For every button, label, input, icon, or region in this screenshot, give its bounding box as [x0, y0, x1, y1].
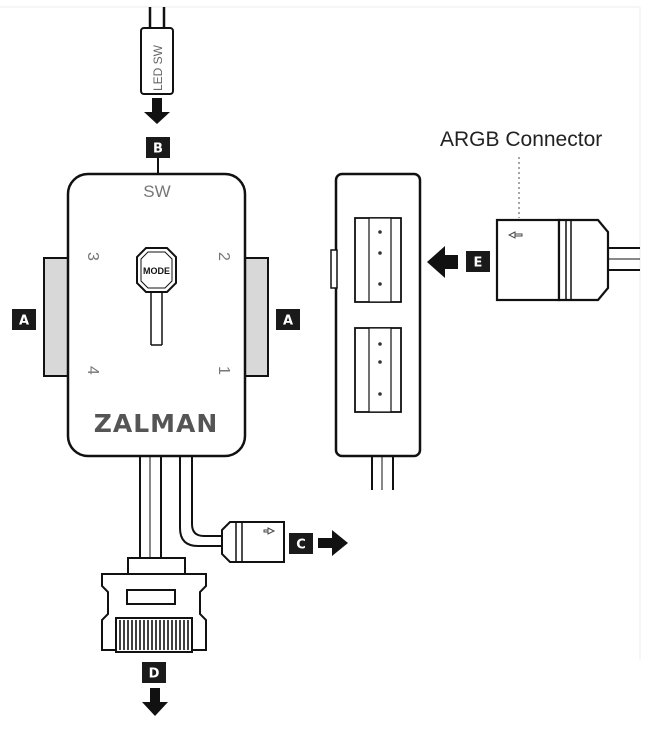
svg-text:E: E: [474, 256, 483, 271]
arrow-icon: [427, 246, 458, 278]
argb-output-cable: [179, 456, 285, 563]
small-arrow-icon: [507, 231, 523, 239]
callout-c: C: [289, 533, 313, 554]
mode-button[interactable]: MODE: [136, 247, 177, 293]
argb-connector-plug: [495, 218, 640, 302]
callout-d: D: [142, 662, 166, 683]
fan-hub-side-view: [330, 172, 422, 490]
side-pad-left: [43, 257, 71, 377]
controller-hub: SW 3 2 4 1 MODE ZALMAN: [43, 172, 269, 458]
port-3-label: 3: [84, 252, 101, 261]
svg-text:A: A: [283, 314, 293, 329]
brand-logo: ZALMAN: [94, 409, 219, 438]
callout-b: B: [146, 137, 170, 158]
arrow-icon: [318, 530, 348, 556]
led-sw-label: LED SW: [151, 44, 165, 91]
callout-a-left: A: [12, 309, 36, 330]
led-sw-cable: LED SW: [140, 7, 174, 124]
port-1-label: 1: [215, 366, 232, 375]
power-cable: [101, 456, 207, 653]
svg-text:D: D: [149, 667, 160, 682]
svg-text:A: A: [19, 314, 29, 329]
callout-e: E: [466, 251, 490, 272]
sw-header-label: SW: [143, 182, 170, 201]
arrow-icon: [142, 688, 168, 716]
svg-text:C: C: [296, 538, 306, 553]
callout-a-right: A: [276, 309, 300, 330]
svg-text:B: B: [153, 142, 163, 157]
small-arrow-icon: [263, 527, 276, 535]
mode-button-label: MODE: [143, 266, 170, 276]
arrow-icon: [144, 98, 170, 124]
port-2-label: 2: [215, 252, 232, 261]
port-4-label: 4: [84, 366, 101, 375]
connector-ribs: [119, 620, 189, 650]
argb-connector-label: ARGB Connector: [440, 128, 602, 151]
side-pad-right: [242, 257, 269, 377]
